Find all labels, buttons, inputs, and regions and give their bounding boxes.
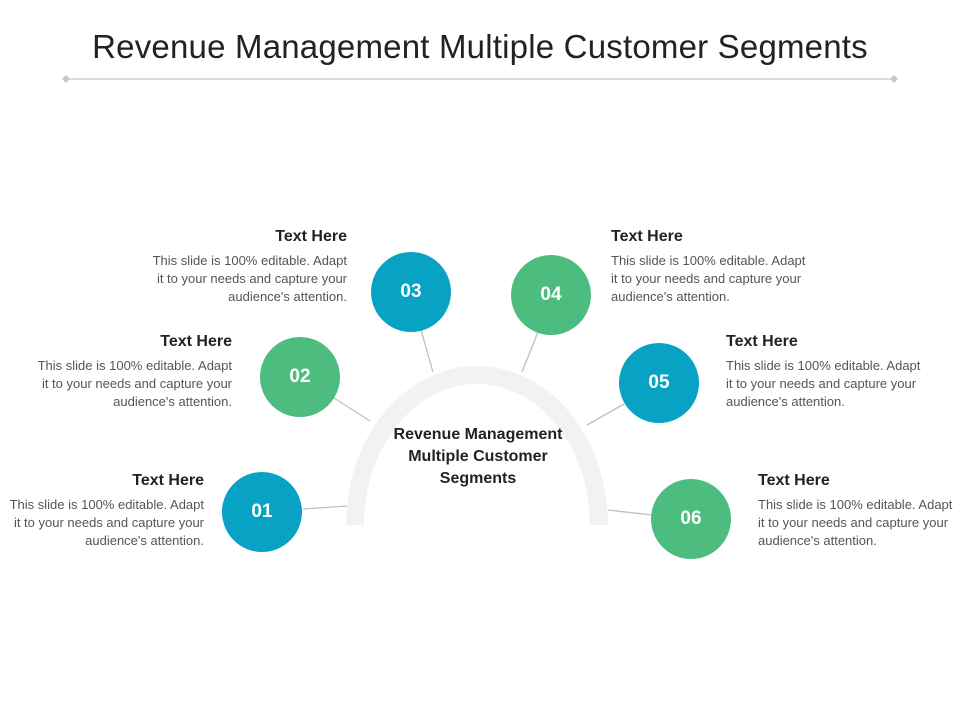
segment-text-03: Text Here This slide is 100% editable. A… (147, 227, 347, 306)
title-divider (62, 75, 898, 83)
segment-text-05: Text Here This slide is 100% editable. A… (726, 332, 926, 411)
center-arc (346, 366, 608, 526)
connector-04 (521, 331, 539, 373)
segment-number-03: 03 (400, 281, 422, 302)
connector-02 (333, 397, 371, 422)
segment-circle-03 (371, 252, 451, 332)
connector-03 (420, 329, 434, 373)
segment-body-05: This slide is 100% editable. Adapt it to… (726, 358, 921, 409)
divider-diamond-right (890, 75, 898, 83)
segment-heading-01: Text Here (132, 472, 204, 489)
segment-number-06: 06 (680, 508, 702, 529)
segment-heading-06: Text Here (758, 472, 830, 489)
segment-circle-06 (651, 479, 731, 559)
segment-body-04: This slide is 100% editable. Adapt it to… (611, 253, 806, 304)
segment-number-02: 02 (289, 366, 311, 387)
segment-heading-05: Text Here (726, 333, 798, 350)
segment-heading-03: Text Here (275, 228, 347, 245)
segment-text-02: Text Here This slide is 100% editable. A… (32, 332, 232, 411)
segment-body-02: This slide is 100% editable. Adapt it to… (37, 358, 232, 409)
segment-text-01: Text Here This slide is 100% editable. A… (4, 471, 204, 550)
divider-diamond-left (62, 75, 70, 83)
segment-body-01: This slide is 100% editable. Adapt it to… (9, 497, 204, 548)
center-label: Revenue Management Multiple Customer Seg… (393, 426, 563, 487)
segment-heading-02: Text Here (160, 333, 232, 350)
connector-lines (302, 329, 653, 516)
segment-text-04: Text Here This slide is 100% editable. A… (611, 227, 811, 306)
segment-circle-02 (260, 337, 340, 417)
segment-body-03: This slide is 100% editable. Adapt it to… (152, 253, 347, 304)
segment-circle-05 (619, 343, 699, 423)
segment-number-05: 05 (648, 372, 670, 393)
segment-heading-04: Text Here (611, 228, 683, 245)
segment-body-06: This slide is 100% editable. Adapt it to… (758, 497, 953, 548)
connector-01 (302, 505, 349, 510)
segment-text-06: Text Here This slide is 100% editable. A… (758, 471, 958, 550)
slide-title: Revenue Management Multiple Customer Seg… (92, 28, 868, 65)
connector-06 (607, 509, 653, 516)
segment-number-01: 01 (251, 501, 273, 522)
segment-circle-01 (222, 472, 302, 552)
connector-05 (586, 403, 625, 426)
segment-number-04: 04 (540, 284, 562, 305)
segment-circles (222, 252, 731, 559)
segment-circle-04 (511, 255, 591, 335)
